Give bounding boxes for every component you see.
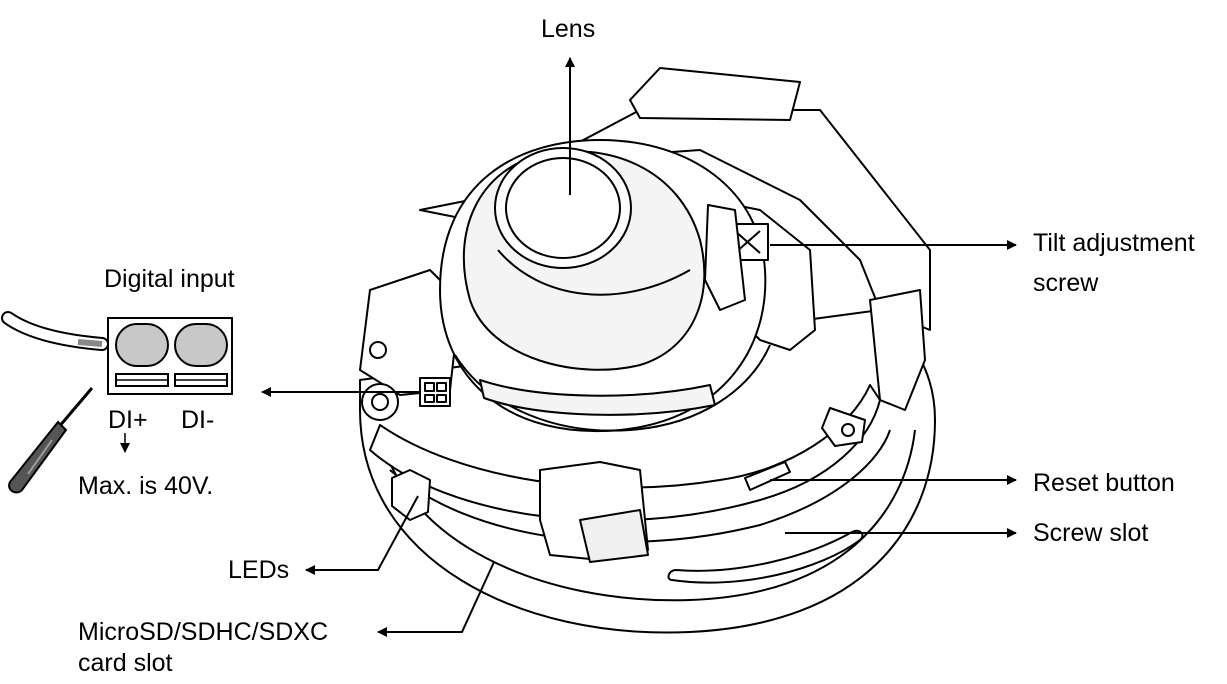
left-bracket-hole bbox=[369, 341, 387, 359]
terminal-screw-left bbox=[115, 323, 169, 367]
screw-slot-label: Screw slot bbox=[1033, 519, 1149, 547]
card-slot-label-line1: MicroSD/SDHC/SDXC bbox=[78, 618, 329, 646]
reset-button-shape bbox=[744, 461, 791, 491]
di-plus-label: DI+ bbox=[108, 406, 148, 434]
camera-terminal-slot-1 bbox=[424, 382, 435, 392]
mount-hole-inner bbox=[371, 393, 389, 411]
leds-label: LEDs bbox=[228, 556, 290, 584]
camera-terminal-slot-4 bbox=[436, 394, 447, 403]
card-slot-label-line2: card slot bbox=[78, 649, 173, 677]
dome-band bbox=[479, 379, 716, 416]
right-ear-hole bbox=[841, 423, 855, 437]
leds-callout bbox=[305, 495, 419, 575]
card-slot-callout bbox=[377, 561, 495, 637]
screwdriver-icon bbox=[8, 387, 94, 494]
base-ring-inner bbox=[379, 429, 916, 602]
front-band-lower bbox=[389, 429, 891, 543]
camera-terminal-slot-3 bbox=[424, 394, 435, 403]
right-post bbox=[869, 289, 926, 411]
max-voltage-label: Max. is 40V. bbox=[78, 472, 214, 500]
tilt-label-line2: screw bbox=[1033, 269, 1099, 297]
led-housing bbox=[391, 469, 431, 521]
reset-button-label: Reset button bbox=[1033, 469, 1175, 497]
lens-label: Lens bbox=[541, 15, 596, 43]
di-minus-label: DI- bbox=[181, 406, 215, 434]
lens-glass bbox=[505, 157, 621, 259]
screw-slot-shape bbox=[667, 529, 864, 584]
tilt-label-line1: Tilt adjustment bbox=[1033, 229, 1195, 257]
top-tab bbox=[629, 67, 801, 121]
camera-body bbox=[359, 67, 936, 634]
terminal-screw-right bbox=[174, 323, 228, 367]
callout-lines bbox=[261, 57, 1017, 637]
camera-terminal-slot-2 bbox=[436, 382, 447, 392]
tilt-screw-bracket bbox=[704, 204, 746, 311]
lens-strap bbox=[497, 249, 691, 296]
card-connector-front bbox=[579, 509, 649, 563]
digital-input-inset bbox=[1, 311, 233, 494]
digital-input-label: Digital input bbox=[104, 265, 235, 293]
